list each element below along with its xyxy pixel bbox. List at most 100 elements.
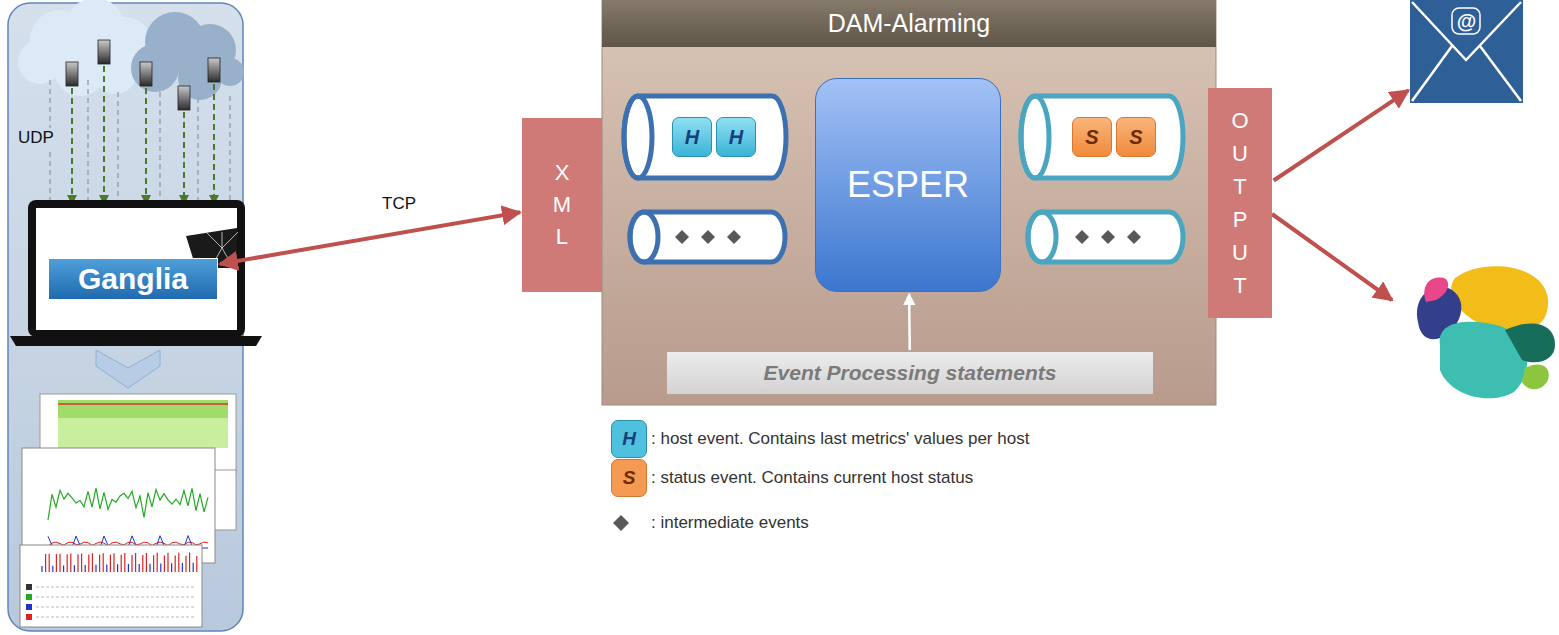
udp-arrow — [183, 112, 185, 204]
chart-bar — [193, 563, 194, 572]
udp-arrow — [103, 66, 105, 204]
node-text: H — [685, 126, 699, 149]
queue-opening — [624, 96, 652, 178]
chart-line — [58, 403, 228, 405]
status-event: S — [1116, 117, 1156, 157]
intermediate-event — [675, 230, 689, 244]
swatch-letter: H — [622, 428, 636, 450]
chart-band — [58, 400, 228, 418]
legend-row: H : host event. Contains last metrics' va… — [611, 420, 1029, 458]
legend-swatch: S — [611, 459, 647, 497]
queue-opening — [1021, 96, 1049, 178]
chart-bar — [175, 556, 176, 572]
chart-key — [26, 614, 32, 620]
intermediate-event — [1127, 230, 1141, 244]
connector — [908, 294, 911, 350]
chart-bar — [45, 554, 46, 572]
chart-bar — [171, 563, 172, 572]
dam-body — [602, 0, 1216, 405]
legend-text: : intermediate events — [651, 513, 809, 533]
intermediate-event — [727, 230, 741, 244]
chart-fine-print — [36, 597, 196, 598]
chart-bar — [189, 553, 190, 572]
udp-grey-line — [87, 80, 89, 206]
udp-arrow — [71, 88, 73, 204]
chart-key — [26, 594, 32, 600]
chart-bar — [103, 553, 104, 572]
chart-bar — [142, 555, 143, 572]
input-queue — [624, 96, 786, 178]
chart-bar — [106, 565, 107, 572]
legend-text: : host event. Contains last metrics' val… — [651, 429, 1029, 449]
laptop-base — [10, 336, 262, 346]
chart-fine-print — [36, 607, 196, 608]
udp-arrow — [213, 84, 215, 204]
cloud-part — [131, 44, 179, 92]
chart-bar — [74, 565, 75, 572]
spider-leg — [222, 232, 223, 248]
host-event: H — [672, 117, 712, 157]
chart-bar — [128, 564, 129, 572]
udp-grey-line — [159, 92, 161, 206]
diamond-shape — [613, 515, 629, 531]
elastic-logo — [1417, 266, 1555, 398]
chart-bar — [113, 553, 114, 572]
chart-bar — [135, 553, 136, 572]
chart-bar — [88, 554, 89, 572]
chart-bar — [149, 564, 150, 572]
chart-bar — [99, 555, 100, 572]
udp-arrow — [145, 88, 147, 204]
host-event: H — [716, 117, 756, 157]
node-text: Event Processing statements — [764, 361, 1057, 385]
monitoring-panel — [8, 3, 243, 631]
xml-input: X M L — [522, 118, 602, 292]
chart-bar — [153, 555, 154, 572]
intermediate-event — [701, 230, 715, 244]
node-text: ESPER — [847, 164, 969, 206]
chart-bar — [67, 554, 68, 572]
protocol-label: UDP — [16, 128, 56, 148]
chart-bar — [41, 566, 42, 572]
server-icon — [208, 58, 220, 82]
status-event: S — [1072, 117, 1112, 157]
chevron — [96, 350, 160, 388]
illustration — [8, 0, 1555, 631]
chart-band — [58, 418, 228, 448]
chart-bar — [81, 553, 82, 572]
node-text: X M L — [549, 157, 575, 253]
node-text: H — [729, 126, 743, 149]
intermediate-event — [1075, 230, 1089, 244]
udp-grey-line — [229, 96, 231, 206]
chart-bar — [178, 553, 179, 572]
udp-grey-line — [117, 92, 119, 206]
chart-bar — [160, 563, 161, 572]
chart-image — [20, 545, 202, 627]
output-box: O U T P U T — [1208, 88, 1272, 318]
chart-bar — [131, 555, 132, 572]
spider-leg — [222, 232, 238, 248]
chart-bar — [56, 554, 57, 572]
output-queue — [1021, 96, 1183, 178]
chart-bar — [117, 564, 118, 572]
server-icon — [66, 62, 78, 86]
chart-bar — [52, 566, 53, 572]
chart-key — [26, 584, 32, 590]
chart-bar — [182, 563, 183, 572]
legend-text: : status event. Contains current host st… — [651, 468, 973, 488]
email-output: @ — [1410, 0, 1523, 103]
legend-row: S : status event. Contains current host s… — [611, 459, 973, 497]
dam-container: DAM-AlarmingX M LHHESPERSSO U T P U TEve… — [602, 0, 1216, 405]
dam-header — [602, 0, 1216, 47]
logo-blob — [1522, 364, 1549, 389]
chart-fine-print — [36, 587, 196, 588]
swatch-letter: S — [623, 467, 636, 489]
chart-bar — [59, 554, 60, 572]
statements-box: Event Processing statements — [667, 352, 1153, 394]
queue-opening — [1028, 212, 1056, 262]
chart-bar — [185, 556, 186, 572]
output-queue — [1028, 212, 1183, 262]
server-icon — [98, 40, 110, 64]
chart-line — [48, 488, 208, 520]
esper-engine: ESPER — [815, 78, 1001, 292]
chart-bar — [139, 564, 140, 572]
